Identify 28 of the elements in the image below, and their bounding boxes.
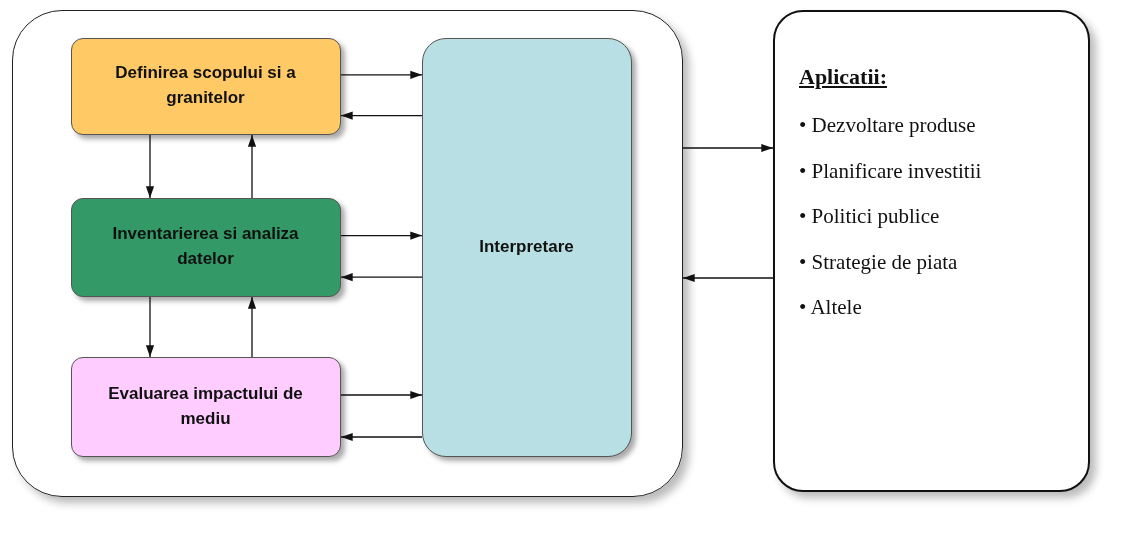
list-item: • Politici publice [799, 203, 941, 229]
box-label: Evaluarea impactului de mediu [107, 382, 304, 430]
arrow [340, 273, 423, 282]
list-item: • Altele [799, 294, 863, 320]
arrow [340, 231, 423, 240]
box-label: Interpretare [479, 235, 574, 258]
arrow [340, 70, 423, 79]
arrow [340, 432, 423, 442]
arrow [145, 134, 155, 199]
process-box [70, 356, 341, 457]
arrow [682, 273, 774, 283]
applications-panel [773, 10, 1090, 492]
process-box [70, 197, 341, 297]
arrow [145, 296, 155, 358]
arrow [340, 390, 423, 400]
list-item: • Planificare investitii [799, 157, 982, 184]
arrow [682, 143, 774, 153]
list-item: • Strategie de piata [799, 248, 959, 275]
arrow [340, 111, 423, 120]
panel-heading: Aplicatii: [799, 64, 887, 90]
container-box [12, 10, 683, 497]
process-box [70, 37, 341, 135]
process-box [421, 37, 632, 457]
arrow [247, 296, 257, 358]
arrow [247, 134, 257, 199]
box-label: Definirea scopului si a granitelor [114, 62, 297, 109]
box-label: Inventarierea si analiza datelor [111, 223, 300, 270]
list-item: • Dezvoltare produse [799, 112, 977, 138]
